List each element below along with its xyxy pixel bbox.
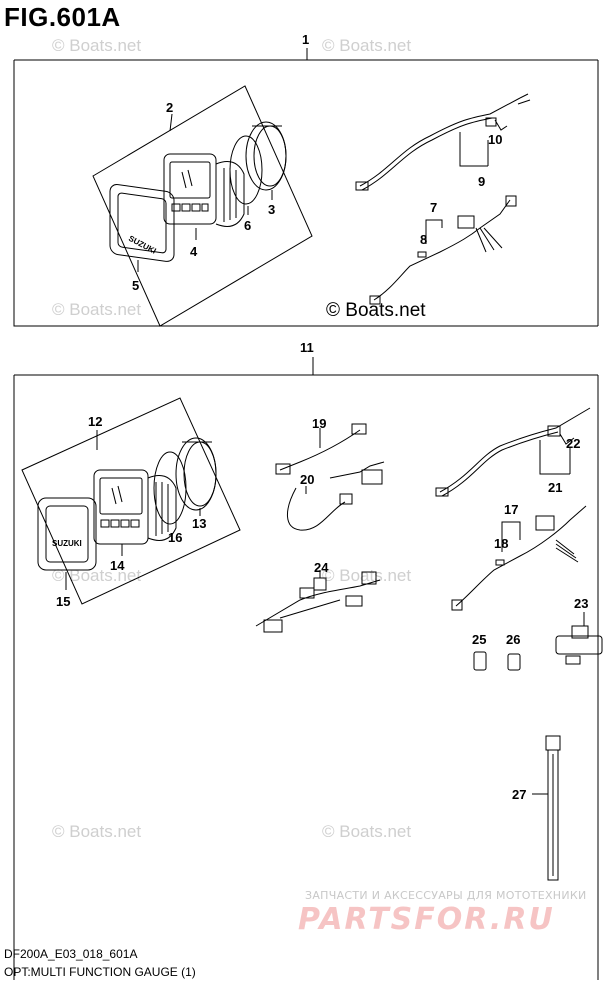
brand-label: SUZUKI — [52, 539, 82, 548]
harness-24 — [255, 579, 381, 627]
part-number-19: 19 — [312, 416, 326, 431]
part-number-16: 16 — [168, 530, 182, 545]
part-number-18: 18 — [494, 536, 508, 551]
part-number-7: 7 — [430, 200, 437, 215]
part-number-5: 5 — [132, 278, 139, 293]
o-ring — [153, 451, 187, 525]
part-number-14: 14 — [110, 558, 125, 573]
part-number-15: 15 — [56, 594, 70, 609]
cable-19 — [279, 429, 361, 471]
watermark: © Boats.net — [52, 300, 142, 319]
terminator-plug — [473, 651, 487, 671]
terminator-plug — [507, 653, 521, 671]
gauge-cover — [109, 184, 175, 262]
part-number-26: 26 — [506, 632, 520, 647]
part-number-27: 27 — [512, 787, 526, 802]
gauge-body — [163, 153, 245, 227]
part-number-4: 4 — [190, 244, 198, 259]
leader-line — [501, 521, 521, 552]
part-number-6: 6 — [244, 218, 251, 233]
harness-17 — [455, 505, 587, 607]
leader-line — [425, 219, 443, 244]
watermark: © Boats.net — [322, 566, 412, 585]
brand-label: SUZUKI — [127, 234, 158, 256]
part-number-25: 25 — [472, 632, 486, 647]
cable-20 — [287, 487, 346, 531]
gauge-body — [93, 469, 177, 545]
footer-ru-logo: PARTSFOR.RU — [298, 902, 555, 937]
gauge-cover — [37, 497, 97, 571]
watermark: © Boats.net — [322, 822, 412, 841]
figure-title: FIG.601A — [4, 2, 121, 32]
leader-line — [459, 132, 488, 167]
leader-line — [169, 113, 173, 132]
part-number-12: 12 — [88, 414, 102, 429]
harness-21 — [439, 407, 591, 493]
part-number-22: 22 — [566, 436, 580, 451]
watermark: © Boats.net — [52, 36, 142, 55]
part-number-3: 3 — [268, 202, 275, 217]
harness-7 — [373, 199, 511, 301]
caption-model: DF200A_E03_018_601A — [4, 947, 138, 961]
part-number-11: 11 — [300, 340, 314, 355]
watermark-main: © Boats.net — [326, 300, 426, 321]
leader-line — [539, 440, 570, 475]
cable-tie — [545, 735, 561, 881]
part-number-21: 21 — [548, 480, 562, 495]
part-number-23: 23 — [574, 596, 588, 611]
part-number-10: 10 — [488, 132, 502, 147]
t-connector — [555, 625, 603, 665]
gauge-box — [21, 397, 241, 605]
watermark: © Boats.net — [322, 36, 412, 55]
watermark: © Boats.net — [52, 566, 142, 585]
gauge-box — [92, 85, 313, 327]
part-number-2: 2 — [166, 100, 173, 115]
watermark: © Boats.net — [52, 822, 142, 841]
part-number-20: 20 — [300, 472, 314, 487]
caption-title: OPT:MULTI FUNCTION GAUGE (1) — [4, 965, 196, 979]
part-number-24: 24 — [314, 560, 329, 575]
part-number-1: 1 — [302, 32, 309, 47]
part-number-8: 8 — [420, 232, 427, 247]
nut-ring — [245, 121, 287, 191]
upper-kit-frame — [13, 60, 598, 327]
part-number-9: 9 — [478, 174, 485, 189]
harness-9 — [359, 97, 521, 187]
part-number-17: 17 — [504, 502, 518, 517]
nut-ring — [175, 437, 217, 511]
o-ring — [229, 135, 263, 205]
part-number-13: 13 — [192, 516, 206, 531]
footer-ru-text: ЗАПЧАСТИ И АКСЕССУАРЫ ДЛЯ МОТОТЕХНИКИ — [305, 889, 587, 902]
